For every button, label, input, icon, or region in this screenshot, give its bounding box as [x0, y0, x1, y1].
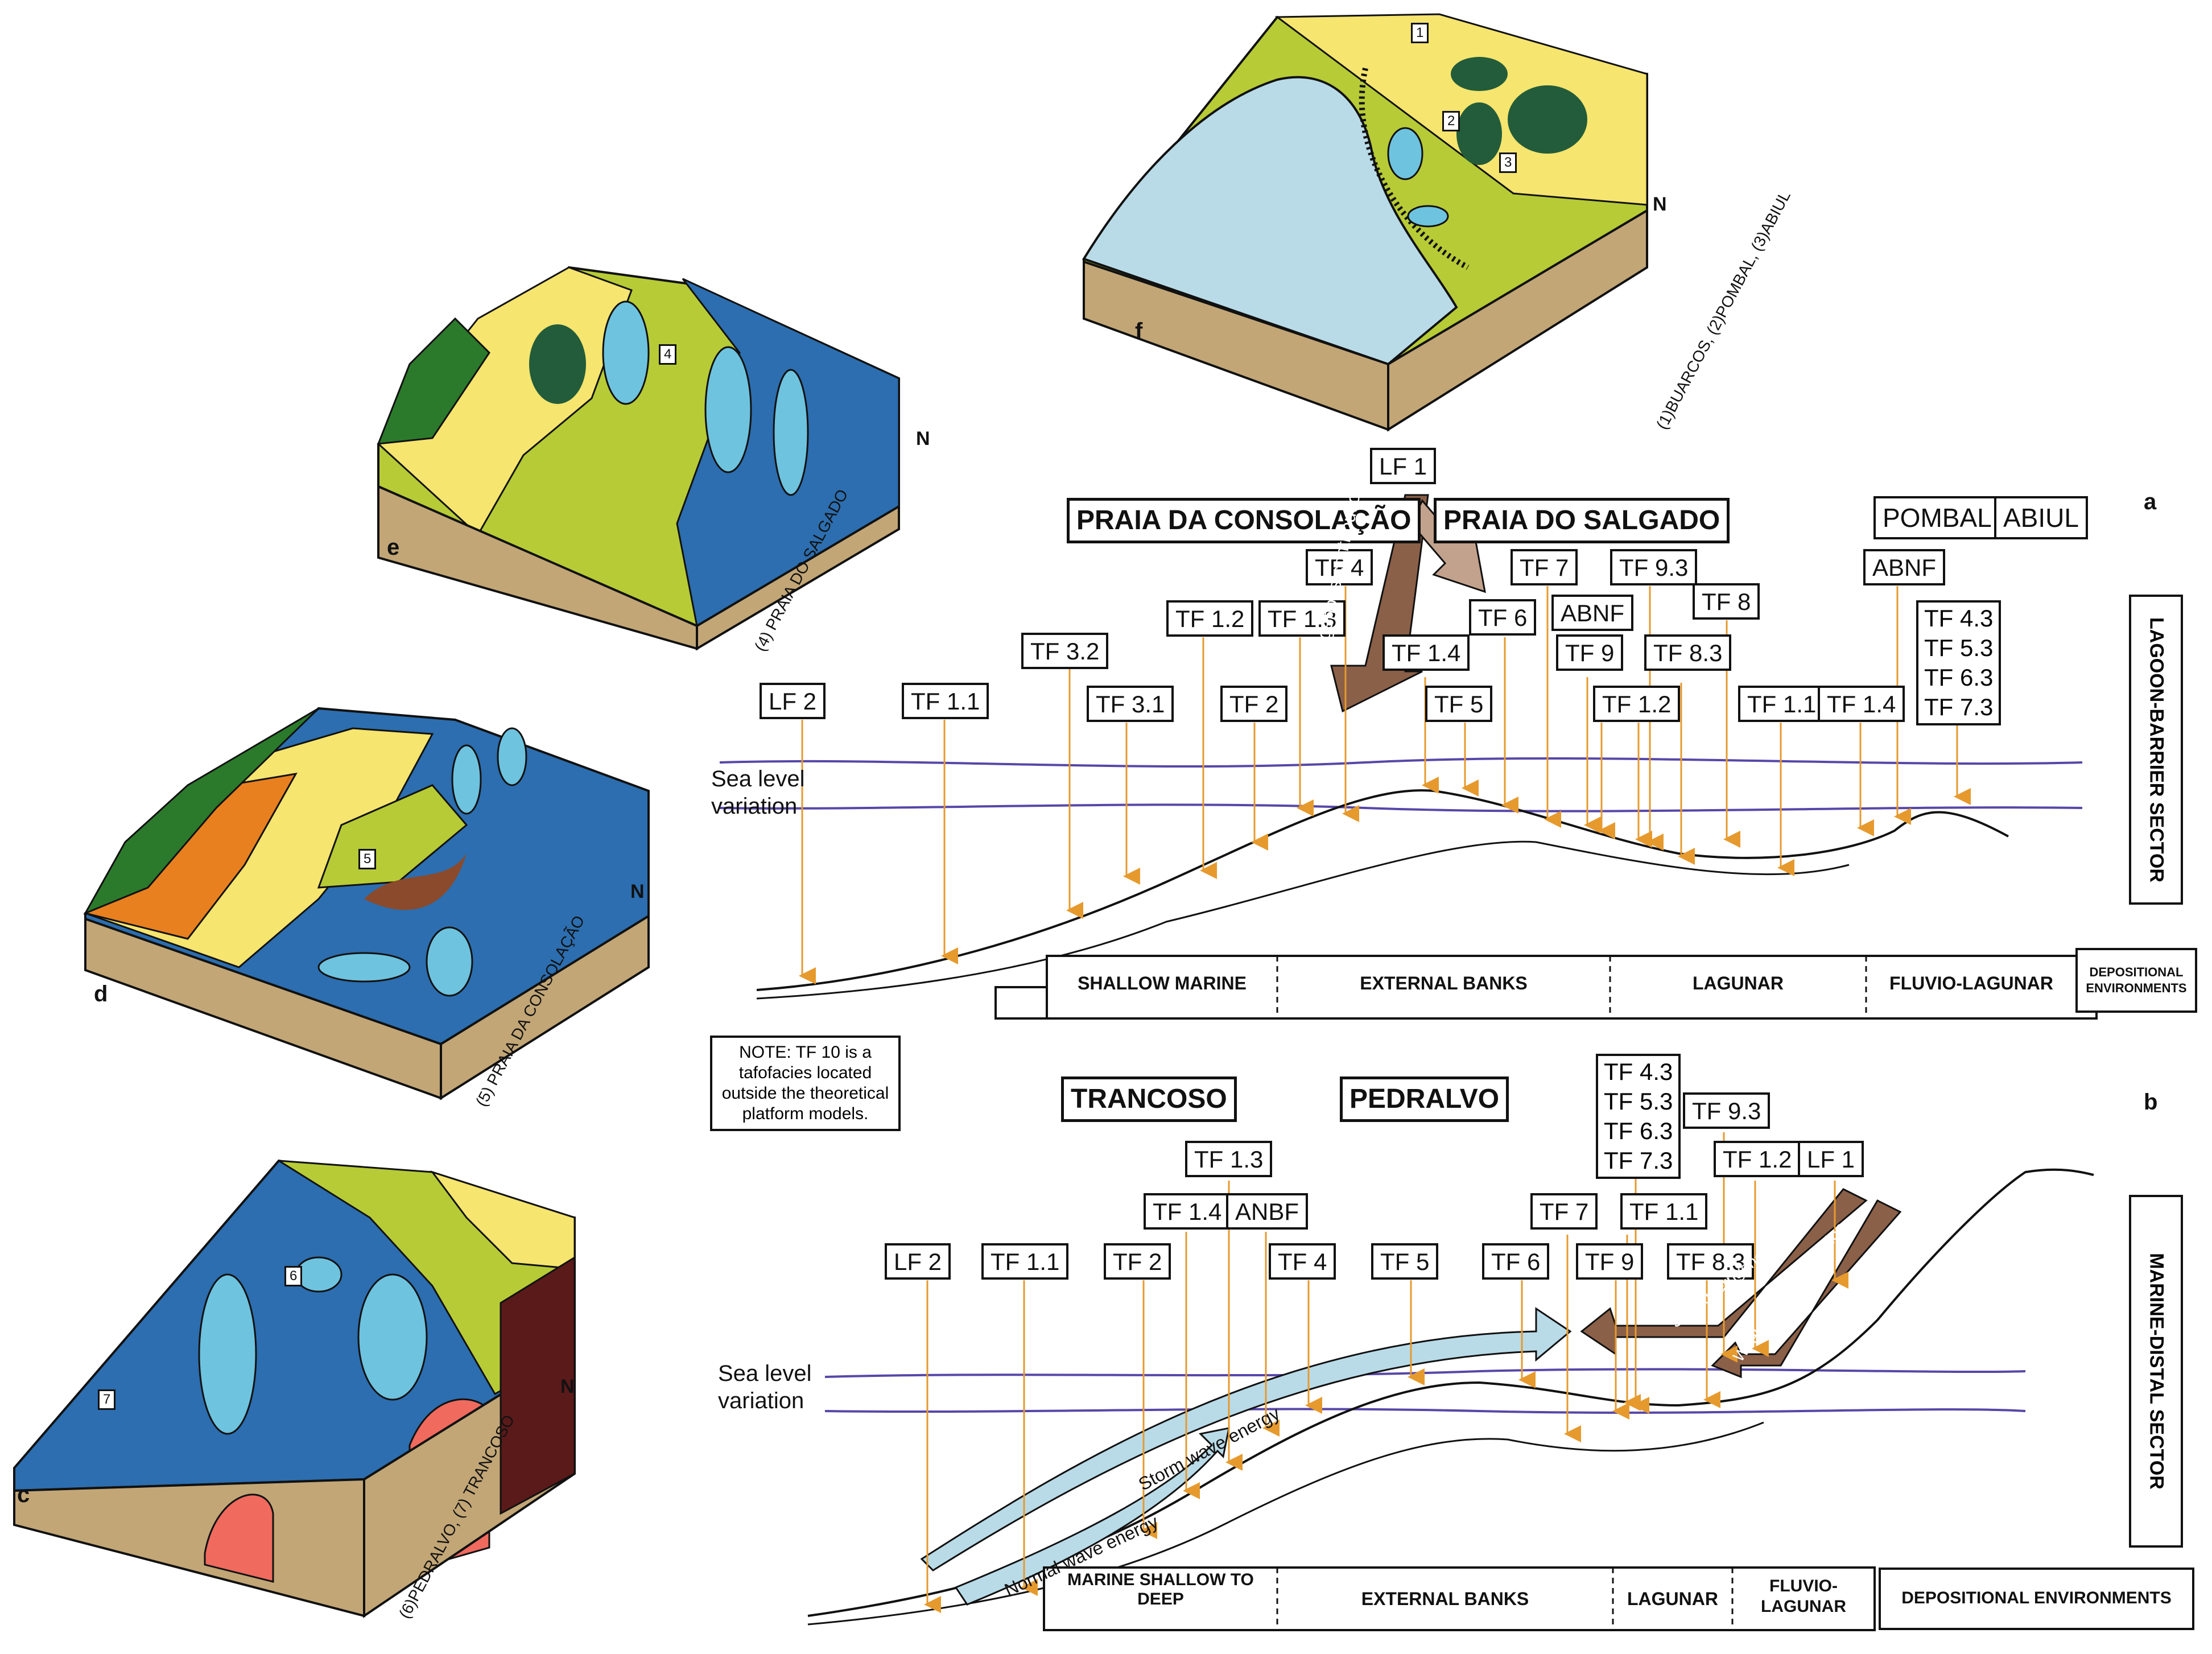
flag-2: 2	[1442, 111, 1460, 131]
box-tf-6-a: TF 6	[1469, 599, 1537, 636]
box-tf-1-4-b-a: TF 1.4	[1818, 686, 1905, 722]
box-tf-2-a: TF 2	[1220, 686, 1288, 722]
note-box: NOTE: TF 10 is a tafofacies located outs…	[710, 1036, 901, 1131]
box-tf-1-2-b: TF 1.2	[1714, 1141, 1801, 1177]
box-tf-1-1-b: TF 1.1	[1620, 1193, 1708, 1230]
panel-label-b: b	[2144, 1090, 2158, 1115]
panel-label-e: e	[387, 535, 400, 560]
box-tf-5-b: TF 5	[1371, 1243, 1439, 1280]
box-tf-9-3-a: TF 9.3	[1610, 549, 1698, 585]
box-tf-1-3-b: TF 1.3	[1185, 1141, 1273, 1177]
sea-level-low-b	[824, 1408, 2026, 1414]
box-tf-8-a: TF 8	[1693, 583, 1760, 620]
panel-label-a: a	[2144, 489, 2157, 514]
env-a-lagunar: LAGUNAR	[1693, 973, 1784, 993]
storm-wave-arrow	[920, 1307, 1572, 1571]
flag-7: 7	[98, 1389, 116, 1410]
marker-arrows-a	[799, 586, 1971, 984]
sea-level-low-a	[719, 803, 2083, 812]
block-diagram-f	[1082, 13, 1648, 432]
box-tf-6-b: TF 6	[1482, 1243, 1550, 1280]
environment-bar-a	[1046, 948, 2197, 1020]
box-lf-2-b: LF 2	[885, 1243, 951, 1280]
env-b-external-banks: EXTERNAL BANKS	[1361, 1589, 1529, 1609]
sector-label-a: LAGOON-BARRIER SECTOR	[2129, 595, 2183, 905]
box-lf-1-a: LF 1	[1370, 448, 1437, 484]
box-tf-7-b: TF 7	[1530, 1193, 1598, 1230]
box-tf-4-a: TF 4	[1306, 549, 1373, 585]
north-arrow-d: N	[630, 881, 645, 902]
box-abnf-1-a: ABNF	[1551, 595, 1634, 631]
environment-bar-b	[1043, 956, 1876, 1631]
box-anbf-b: ANBF	[1226, 1193, 1309, 1230]
profile-b	[807, 1168, 2094, 1626]
env-a-fluvio-lagunar: FLUVIO-LAGUNAR	[1889, 973, 2053, 993]
box-abnf-2-a: ABNF	[1863, 549, 1946, 585]
box-tf-1-1-b2: TF 1.1	[981, 1243, 1069, 1280]
box-tf-1-4-b: TF 1.4	[1144, 1193, 1231, 1230]
box-tf-8-3-a: TF 8.3	[1644, 634, 1732, 671]
env-b-lagunar: LAGUNAR	[1627, 1589, 1718, 1609]
panel-label-d: d	[94, 981, 108, 1007]
box-tf-9-a: TF 9	[1556, 634, 1624, 671]
env-a-external-banks: EXTERNAL BANKS	[1360, 973, 1528, 993]
box-lf-2-a: LF 2	[760, 683, 826, 719]
site-trancoso: TRANCOSO	[1061, 1076, 1237, 1122]
north-arrow-c: N	[560, 1376, 575, 1397]
box-tf-9-b: TF 9	[1576, 1243, 1644, 1280]
site-abiul: ABIUL	[1994, 496, 2088, 539]
panel-label-f: f	[1135, 319, 1143, 344]
north-arrow-e: N	[916, 428, 930, 449]
box-tf-1-2-b-a: TF 1.2	[1593, 686, 1681, 722]
site-praia-do-salgado: PRAIA DO SALGADO	[1434, 498, 1730, 543]
box-tf-7-a: TF 7	[1511, 549, 1578, 585]
env-b-depositional-environments: DEPOSITIONAL ENVIRONMENTS	[1879, 1568, 2194, 1630]
block-diagram-d	[83, 707, 650, 1100]
flag-6: 6	[284, 1266, 303, 1286]
env-a-shallow-marine: SHALLOW MARINE	[1078, 973, 1247, 993]
sector-label-b: MARINE-DISTAL SECTOR	[2129, 1195, 2183, 1548]
sea-level-high-b	[824, 1368, 2026, 1378]
box-tf-1-4-a: TF 1.4	[1383, 634, 1470, 671]
env-b-marine-shallow-to-deep: MARINE SHALLOW TO DEEP	[1067, 1570, 1254, 1608]
block-diagram-e	[377, 266, 900, 651]
site-praia-da-consolacao: PRAIA DA CONSOLAÇÃO	[1067, 498, 1421, 543]
sea-level-high-a	[719, 757, 2083, 768]
box-tf-4-b: TF 4	[1269, 1243, 1336, 1280]
panel-label-c: c	[17, 1482, 30, 1507]
box-lf-1-b: LF 1	[1798, 1141, 1864, 1177]
box-tf-5-a: TF 5	[1425, 686, 1493, 722]
box-tf-9-3-b: TF 9.3	[1683, 1092, 1771, 1129]
box-tf-8-3-b: TF 8.3	[1667, 1243, 1755, 1280]
flag-5: 5	[358, 849, 377, 869]
block-diagram-c	[13, 1159, 576, 1618]
env-b-fluvio-lagunar: FLUVIO-LAGUNAR	[1761, 1577, 1846, 1616]
env-a-depositional-environments: DEPOSITIONAL ENVIRONMENTS	[2086, 965, 2187, 995]
box-tf-1-3-a: TF 1.3	[1258, 600, 1346, 637]
profile-surface-b	[807, 1168, 2094, 1617]
profile-surface-a	[756, 789, 2009, 991]
box-tf-3-2-a: TF 3.2	[1021, 633, 1109, 669]
box-tf-1-2-a: TF 1.2	[1166, 600, 1254, 637]
flag-1: 1	[1411, 23, 1429, 43]
box-tf-1-1-a: TF 1.1	[902, 683, 989, 719]
box-tf-2-b: TF 2	[1104, 1243, 1171, 1280]
site-pedralvo: PEDRALVO	[1340, 1076, 1509, 1122]
box-tf-3-1-a: TF 3.1	[1087, 686, 1174, 722]
box-tf-1-1-b-a: TF 1.1	[1738, 686, 1826, 722]
flag-3: 3	[1499, 152, 1517, 173]
north-arrow-f: N	[1653, 193, 1667, 215]
flag-4: 4	[659, 344, 677, 365]
site-pombal: POMBAL	[1873, 496, 2001, 539]
